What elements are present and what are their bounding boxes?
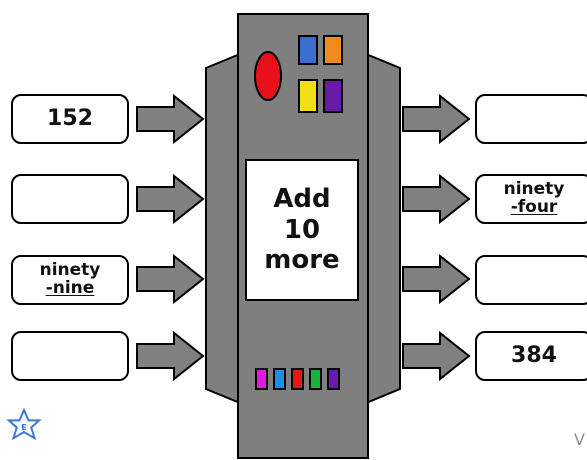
light-blue [273, 368, 286, 390]
input-arrow-1 [136, 93, 205, 145]
blue-button [298, 35, 318, 65]
purple-button [323, 79, 343, 113]
input-arrow-2 [136, 173, 205, 225]
input-box-2[interactable] [11, 174, 129, 224]
output-arrow-4 [402, 330, 471, 382]
machine-right-flap [365, 52, 401, 405]
output-box-2[interactable] [475, 174, 587, 224]
input-box-4[interactable] [11, 331, 129, 381]
input-arrow-3 [136, 253, 205, 305]
star-icon [6, 407, 42, 441]
light-magenta [255, 368, 268, 390]
output-box-4[interactable] [475, 331, 587, 381]
yellow-button [298, 79, 318, 113]
output-arrow-3 [402, 253, 471, 305]
machine-panel [245, 159, 359, 301]
star-badge: E [6, 407, 42, 441]
output-arrow-1 [402, 93, 471, 145]
output-arrow-2 [402, 173, 471, 225]
red-button [254, 51, 282, 101]
light-red [291, 368, 304, 390]
orange-button [323, 35, 343, 65]
input-box-1[interactable] [11, 94, 129, 144]
input-box-3[interactable] [11, 255, 129, 305]
input-arrow-4 [136, 330, 205, 382]
output-box-1[interactable] [475, 94, 587, 144]
star-badge-letter: E [21, 423, 26, 432]
light-purple [327, 368, 340, 390]
machine-left-flap [205, 52, 241, 405]
light-green [309, 368, 322, 390]
output-box-3[interactable] [475, 255, 587, 305]
